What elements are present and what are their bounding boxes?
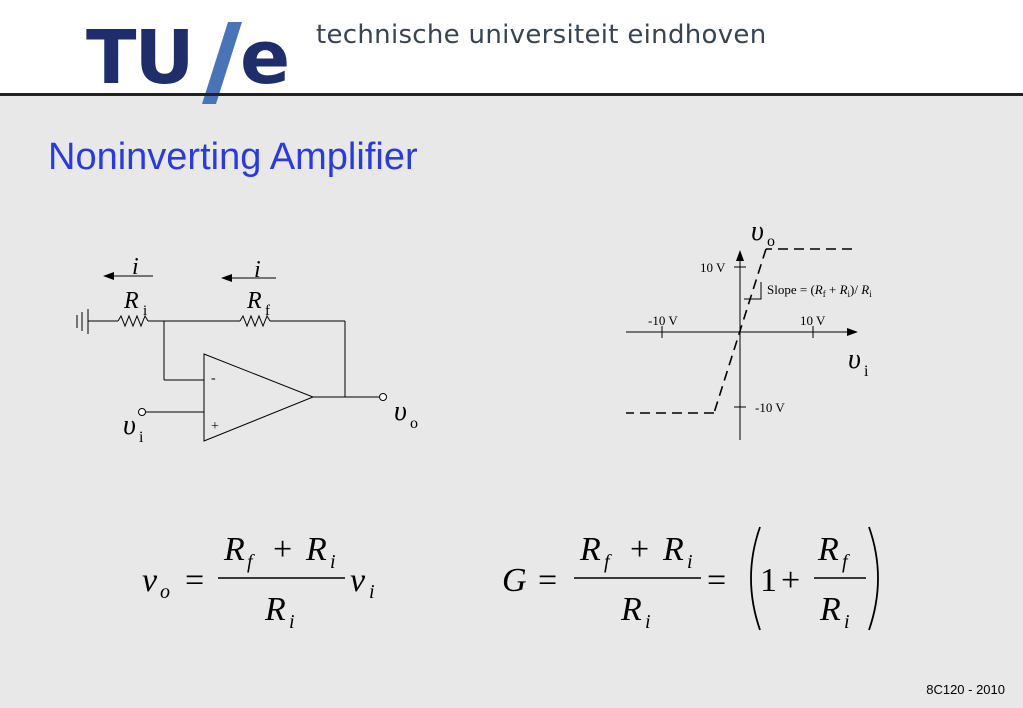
transfer-characteristic-plot: υ o υ i 10 V -10 V 10 V -10 V Slope = (R… (626, 216, 872, 440)
input-voltage-label: υ (123, 410, 136, 441)
plot-x-axis-label: υ (848, 344, 861, 375)
input-voltage-subscript: i (139, 429, 144, 446)
eq2-den-r: R (620, 591, 642, 628)
eq2-lhs-g: G (502, 562, 527, 599)
eq1-num-plus: + (273, 531, 292, 568)
eq1-num-r2: R (305, 531, 327, 568)
ri-subscript: i (143, 303, 147, 319)
eq2-den-sub: i (645, 611, 651, 633)
tue-logo-slash (202, 22, 242, 104)
eq1-equals: = (185, 562, 204, 599)
eq2-plus: + (781, 562, 800, 599)
x-tick-positive: 10 V (800, 313, 826, 328)
eq2-equals-2: = (707, 562, 726, 599)
opamp-plus-label: + (211, 419, 219, 434)
slope-annotation: Slope = (Rf + Ri)/ Ri (767, 282, 872, 299)
header-bar: TU e technische universiteit eindhoven (0, 0, 1023, 104)
eq1-rhs-v: v (350, 562, 366, 599)
eq1-lhs-sub: o (160, 581, 170, 603)
eq2-inner-den-sub: i (844, 611, 850, 633)
eq2-num-plus: + (630, 531, 649, 568)
plot-y-axis-subscript: o (767, 233, 775, 250)
eq2-num-r2-sub: i (687, 551, 693, 573)
eq1-rhs-sub: i (369, 581, 375, 603)
ri-label: R (123, 288, 139, 314)
rf-label: R (246, 288, 262, 314)
plot-y-axis-label: υ (751, 216, 764, 247)
gain-equation: G = R f + R i R i = 1 + R f R i (502, 526, 879, 633)
header-divider (0, 93, 1023, 96)
output-voltage-subscript: o (410, 415, 418, 432)
eq2-inner-num-r: R (817, 531, 839, 568)
plot-x-axis-subscript: i (864, 363, 869, 380)
y-tick-negative: -10 V (755, 400, 785, 415)
eq1-lhs-v: v (142, 562, 158, 599)
current-label-left: i (132, 254, 139, 280)
tue-logo: TU (86, 15, 195, 101)
slide-title: Noninverting Amplifier (48, 136, 418, 178)
eq1-num-r2-sub: i (330, 551, 336, 573)
eq1-den-r: R (264, 591, 286, 628)
current-label-right: i (254, 257, 261, 283)
footer-course-code: 8C120 - 2010 (926, 682, 1005, 697)
eq2-num-r2: R (662, 531, 684, 568)
output-voltage-equation: v o = R f + R i R i v i (142, 531, 375, 633)
tue-logo-e: e (240, 15, 291, 101)
eq2-inner-den-r: R (819, 591, 841, 628)
y-tick-positive: 10 V (700, 260, 726, 275)
eq1-num-r1-sub: f (247, 551, 255, 573)
university-name: technische universiteit eindhoven (316, 20, 767, 50)
eq2-num-r1-sub: f (604, 551, 612, 573)
eq2-equals-1: = (538, 562, 557, 599)
eq2-num-r1: R (579, 531, 601, 568)
eq2-one: 1 (760, 562, 777, 599)
eq1-num-r1: R (223, 531, 245, 568)
rf-subscript: f (265, 303, 270, 319)
eq1-den-sub: i (289, 611, 295, 633)
output-voltage-label: υ (394, 396, 407, 427)
opamp-minus-label: - (211, 371, 216, 386)
x-tick-negative: -10 V (648, 313, 678, 328)
noninverting-amplifier-circuit: i i R i R f - + υ i υ o (76, 254, 418, 446)
eq2-inner-num-sub: f (842, 551, 850, 573)
